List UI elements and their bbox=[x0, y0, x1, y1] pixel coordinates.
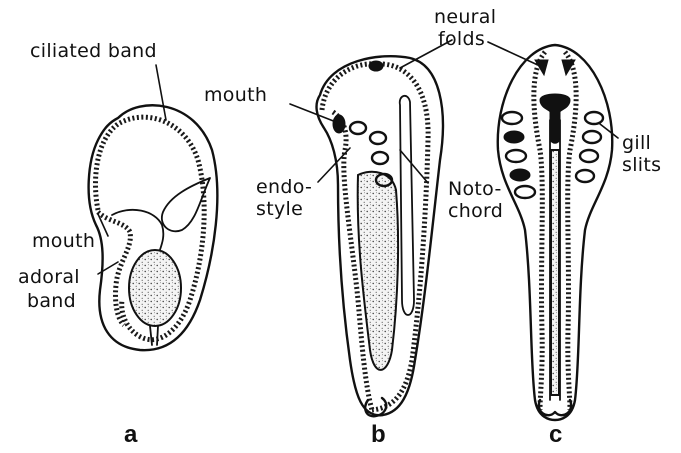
figure-c-gill-slit bbox=[585, 112, 603, 124]
leader-ciliated-band bbox=[156, 65, 166, 120]
figure-c-gill-slit bbox=[515, 186, 535, 198]
figure-c-gill-slit bbox=[504, 131, 524, 143]
figure-b-dorsal-knob bbox=[369, 61, 383, 71]
figure-a-intestine bbox=[150, 326, 158, 345]
figure-b bbox=[317, 56, 443, 416]
figure-c-gill-slit bbox=[583, 131, 601, 143]
figure-b-gill-slit bbox=[372, 152, 388, 164]
label-adoral-line1: adoral bbox=[18, 268, 80, 287]
figure-b-notochord bbox=[400, 96, 414, 315]
label-gill-line1: gill bbox=[622, 134, 651, 153]
figure-b-gill-slit bbox=[370, 132, 386, 144]
figure-c-mouth bbox=[540, 94, 570, 143]
figure-b-gill-slit bbox=[350, 122, 366, 134]
label-gill-line2: slits bbox=[622, 156, 661, 175]
label-adoral-line2: band bbox=[27, 292, 76, 311]
figure-c-gill-slit bbox=[502, 112, 522, 124]
panel-letter-c: c bbox=[549, 421, 562, 449]
label-endostyle-line2: style bbox=[256, 200, 303, 219]
figure-b-gut bbox=[358, 172, 398, 370]
label-notochord-line1: Noto- bbox=[448, 180, 502, 199]
figure-b-mouth bbox=[333, 115, 345, 133]
figure-a-stomach bbox=[129, 250, 181, 326]
label-neural-line1: neural bbox=[434, 8, 496, 27]
figure-c-gill-slits-right bbox=[576, 112, 603, 182]
leader-mouth-b bbox=[290, 104, 336, 122]
label-notochord-line2: chord bbox=[448, 202, 503, 221]
label-endostyle-line1: endo- bbox=[256, 178, 312, 197]
label-mouth-b: mouth bbox=[204, 86, 267, 105]
leader-adoral-band bbox=[98, 262, 118, 274]
leader-notochord bbox=[400, 150, 428, 183]
label-ciliated-band: ciliated band bbox=[30, 42, 157, 61]
figure-a bbox=[89, 105, 218, 350]
figure-c-gill-slit bbox=[580, 150, 598, 162]
label-mouth-a: mouth bbox=[32, 232, 95, 251]
panel-letter-a: a bbox=[124, 421, 137, 449]
figure-c-notochord-fill bbox=[551, 150, 559, 395]
figure-c-tail bbox=[539, 400, 571, 415]
figure-c bbox=[498, 45, 612, 420]
figure-c-gill-slit bbox=[576, 170, 594, 182]
figure-c-gill-slit bbox=[506, 150, 526, 162]
panel-letter-b: b bbox=[371, 421, 386, 449]
figure-c-gill-slit bbox=[510, 169, 530, 181]
label-neural-line2: folds bbox=[438, 30, 485, 49]
leader-gill-slits bbox=[600, 124, 618, 138]
